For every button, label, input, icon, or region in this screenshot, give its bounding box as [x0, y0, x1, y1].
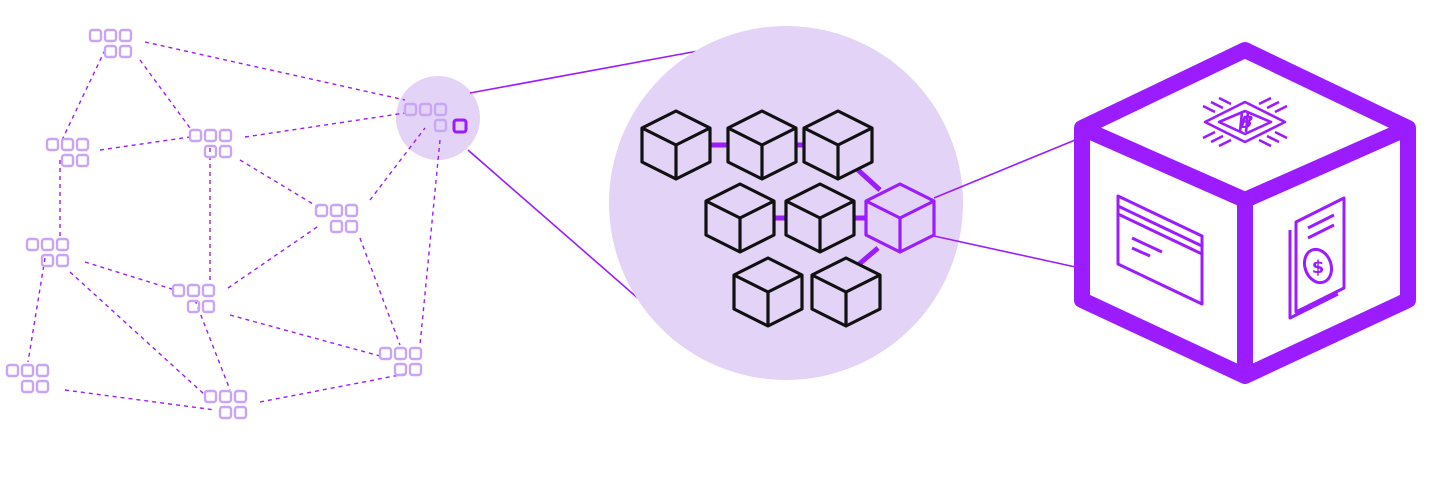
block-cube-icon [802, 109, 874, 181]
zoom-connector [467, 50, 699, 301]
network-node [378, 346, 423, 377]
network-node [188, 128, 233, 159]
invoice-dollar-icon: $ [1288, 196, 1346, 320]
transaction-cube: B $ [1074, 42, 1416, 384]
focus-node-highlight [396, 76, 480, 160]
block-cube-icon [784, 182, 856, 254]
focus-node [403, 102, 468, 134]
svg-text:$: $ [1312, 257, 1325, 278]
network-graph [5, 28, 480, 420]
blockchain-zoom [609, 26, 963, 380]
credit-card-icon [1116, 194, 1204, 306]
network-node [171, 283, 216, 314]
bitcoin-chip-icon: B [1202, 96, 1288, 148]
network-node [203, 389, 248, 420]
network-links [27, 41, 441, 411]
block-cube-icon [726, 109, 798, 181]
network-node [25, 237, 70, 268]
cube-connector [933, 137, 1081, 269]
block-cube-icon [732, 256, 804, 328]
network-node [5, 363, 50, 394]
block-cube-icon [704, 182, 776, 254]
highlighted-block-icon [864, 182, 936, 254]
network-node [45, 137, 90, 168]
highlighted-square-icon [452, 118, 468, 134]
network-node [314, 203, 359, 234]
network-node [88, 28, 133, 59]
block-cube-icon [640, 109, 712, 181]
block-cube-icon [810, 256, 882, 328]
